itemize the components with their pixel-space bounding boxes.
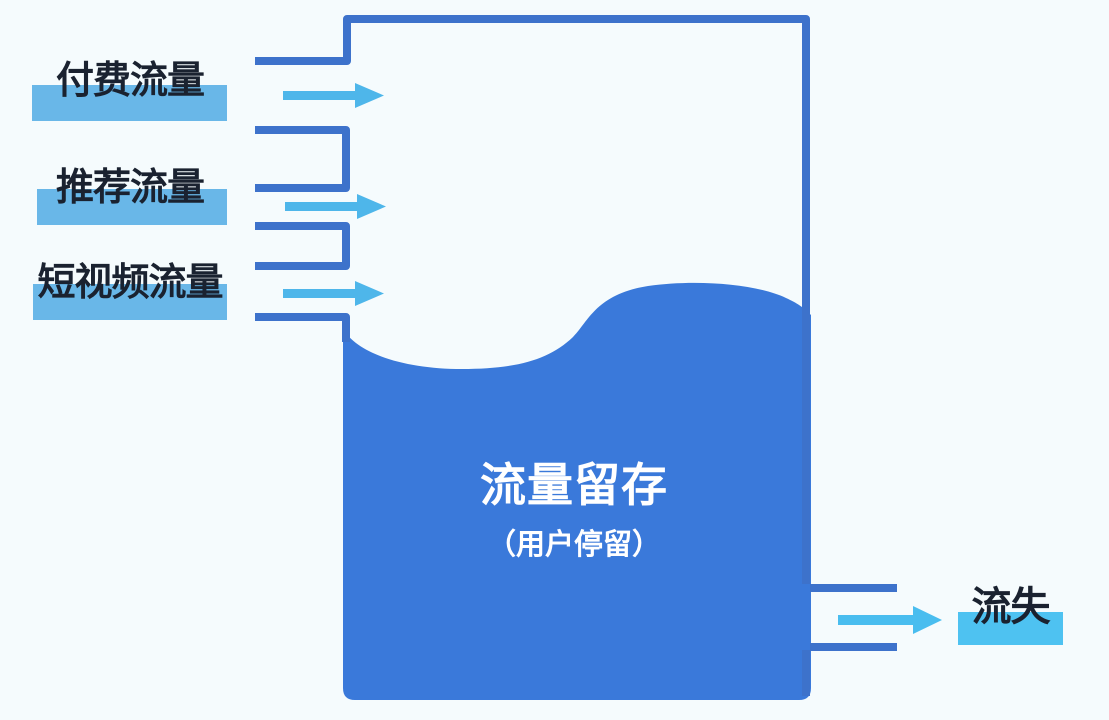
- inflow-arrow-recommend: [285, 194, 386, 219]
- outflow-arrow: [838, 606, 942, 634]
- inflow-arrow-paid: [283, 83, 384, 108]
- inflow-label-paid: 付费流量: [55, 60, 205, 102]
- water-fill: [343, 282, 811, 700]
- inflow-arrow-shortvideo: [283, 281, 384, 306]
- label-highlight-paid: [32, 85, 227, 121]
- inflow-label-recommend: 推荐流量: [55, 167, 205, 209]
- label-highlight-recommend: [37, 189, 227, 225]
- bucket-subtitle: （用户停留）: [486, 529, 661, 561]
- bucket-outline: [255, 15, 897, 696]
- inflow-label-shortvideo: 短视频流量: [37, 262, 223, 304]
- bucket-title: 流量留存: [480, 459, 668, 511]
- outflow-label-churn: 流失: [971, 585, 1051, 629]
- label-highlight-churn: [958, 612, 1063, 645]
- label-highlight-shortvideo: [33, 284, 227, 320]
